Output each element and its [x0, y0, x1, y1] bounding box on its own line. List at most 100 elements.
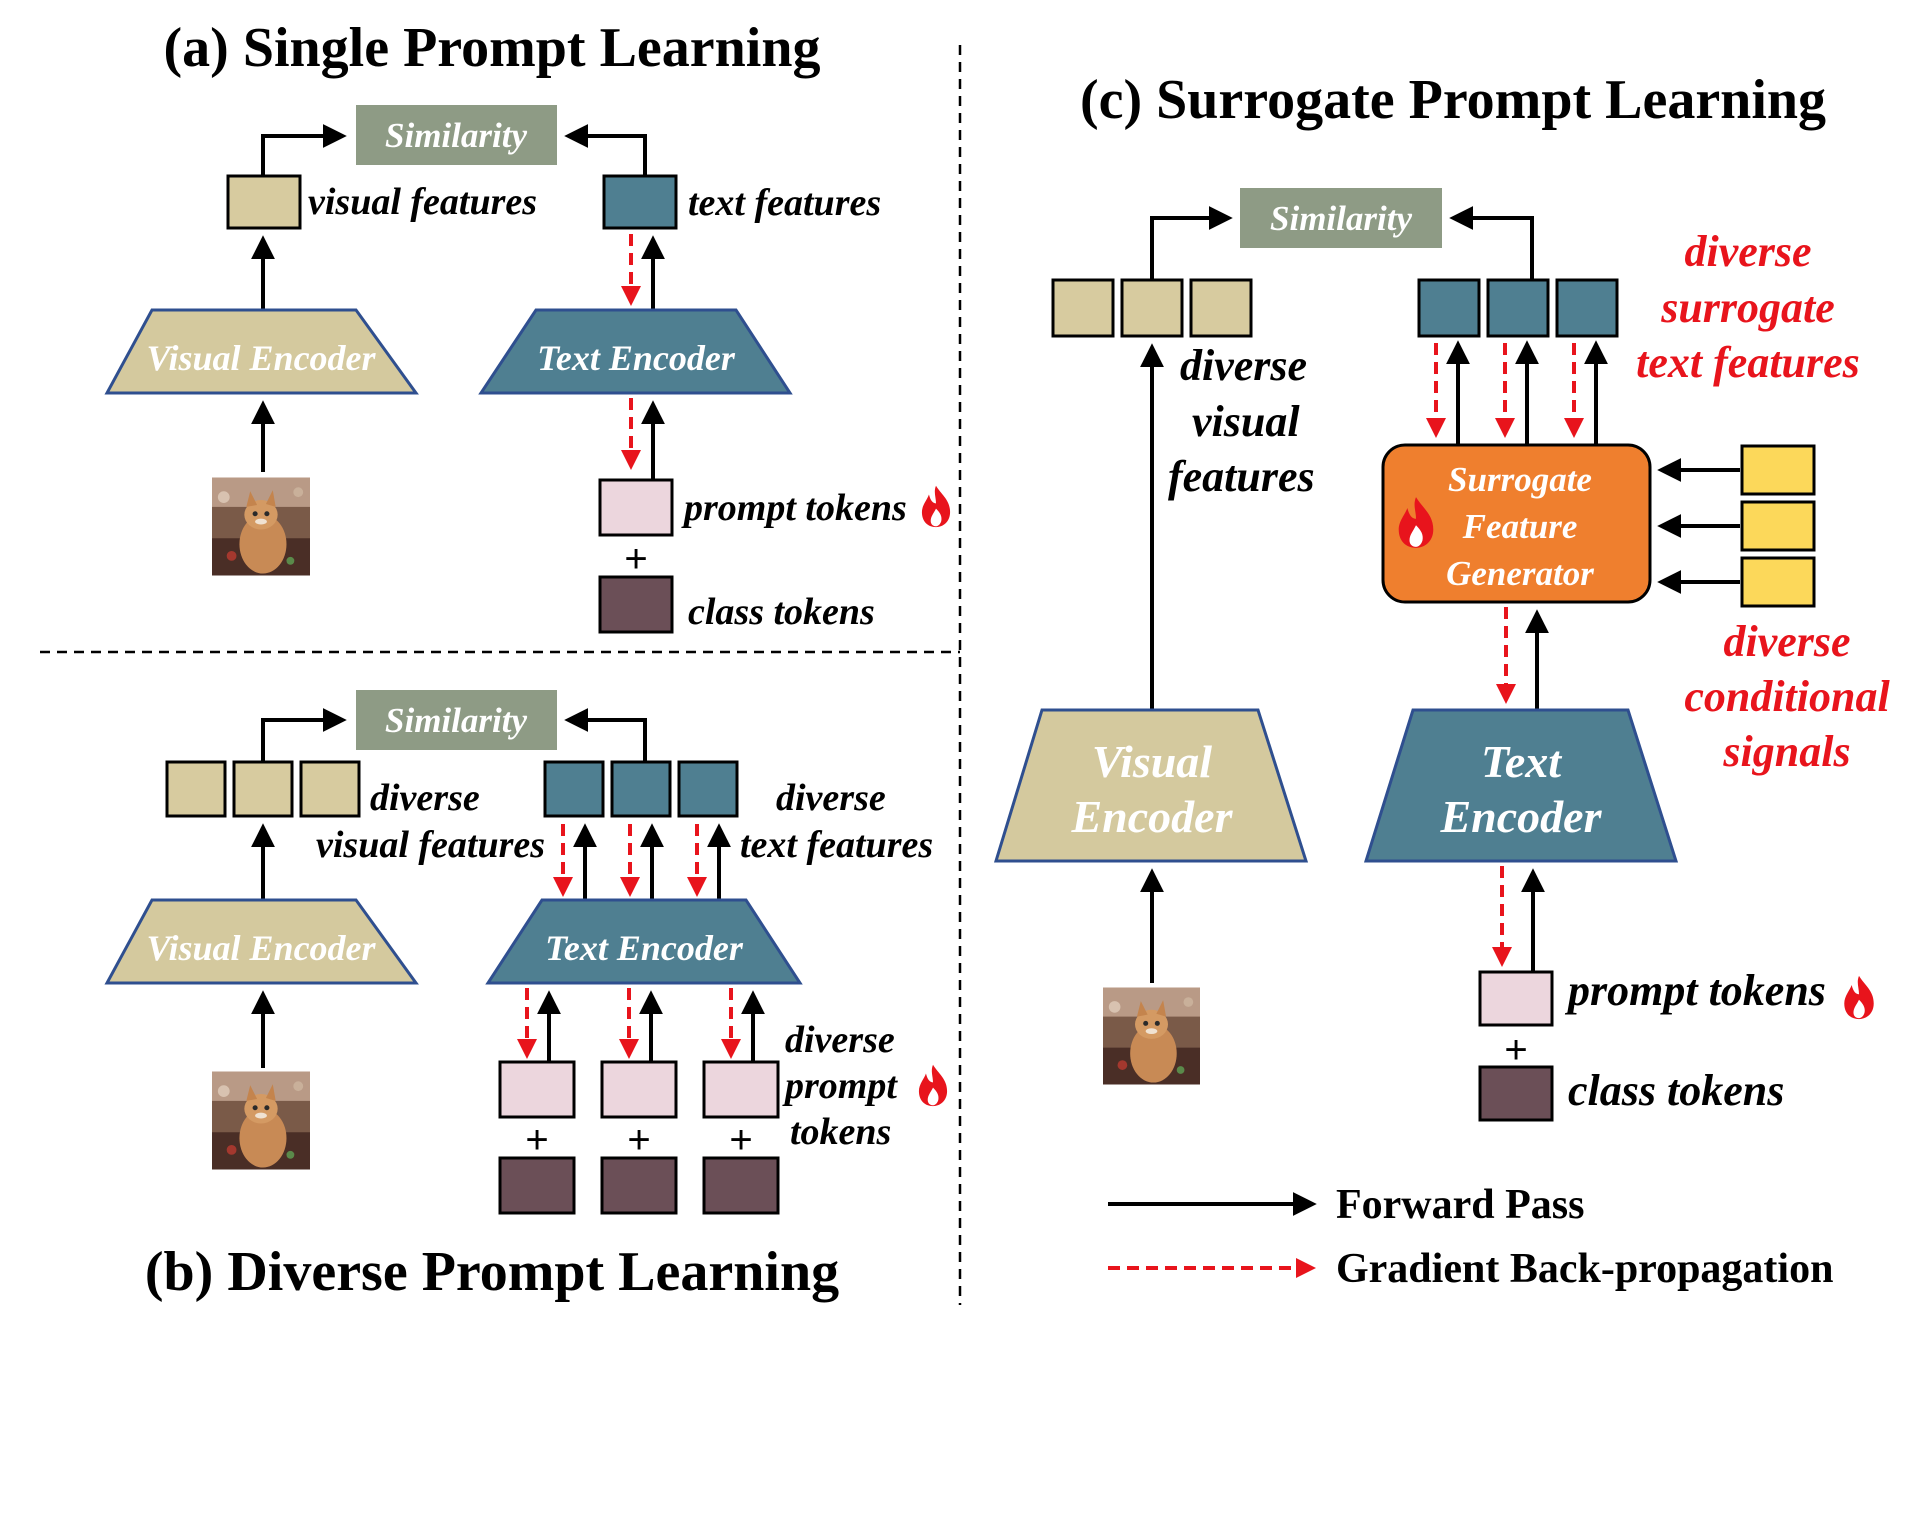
text-feature-box — [610, 760, 672, 818]
plus-sign: + — [729, 1118, 752, 1162]
surrogate-text-label: text features — [1636, 338, 1860, 387]
prompt-tokens-label: prompt tokens — [681, 487, 907, 529]
text-feature-box — [1417, 278, 1481, 338]
surrogate-text-label: surrogate — [1660, 283, 1835, 332]
plus-sign: + — [627, 1118, 650, 1162]
panel-b: Similarity diverse visual features diver… — [104, 690, 948, 1303]
similarity-box — [356, 105, 557, 165]
visual-feature-box — [1120, 278, 1184, 338]
conditional-signal-box — [1740, 556, 1816, 608]
flame-icon — [1844, 975, 1874, 1020]
diverse-visual-label: features — [1168, 452, 1315, 501]
text-encoder — [1363, 708, 1679, 863]
visual-feature-box — [1189, 278, 1253, 338]
diverse-visual-label: diverse — [370, 777, 480, 819]
text-feature-box — [1555, 278, 1619, 338]
text-feature-box — [543, 760, 605, 818]
visual-encoder-label: Visual Encoder — [146, 928, 376, 968]
flame-icon — [918, 1064, 948, 1107]
visual-encoder — [993, 708, 1309, 863]
prompt-token-box — [498, 1060, 576, 1119]
text-encoder-label: Text — [1481, 736, 1562, 787]
text-encoder-label: Encoder — [1440, 791, 1603, 842]
cat-image-icon — [1103, 987, 1200, 1085]
visual-encoder-label: Visual Encoder — [146, 338, 376, 378]
diverse-text-label: text features — [740, 824, 933, 866]
visual-feature-box — [232, 760, 294, 818]
flame-icon — [921, 485, 951, 528]
conditional-signal-box — [1740, 500, 1816, 552]
visual-features-label: visual features — [308, 181, 537, 223]
text-feature-box — [677, 760, 739, 818]
forward-arrow — [261, 124, 347, 176]
text-encoder — [478, 308, 793, 395]
text-features-label: text features — [688, 182, 881, 224]
similarity-box — [1240, 188, 1442, 248]
diverse-visual-label: diverse — [1180, 341, 1307, 390]
text-feature-box — [1486, 278, 1550, 338]
conditional-signals-label: conditional — [1684, 672, 1890, 721]
similarity-label: Similarity — [385, 701, 527, 740]
diverse-visual-label: visual features — [316, 824, 545, 866]
forward-arrow — [564, 708, 647, 762]
panel-c-title: (c) Surrogate Prompt Learning — [1080, 69, 1826, 131]
prompt-token-box — [1478, 970, 1554, 1027]
text-encoder — [485, 898, 803, 985]
diverse-text-label: diverse — [776, 777, 886, 819]
similarity-label: Similarity — [385, 116, 527, 155]
forward-arrow — [564, 124, 647, 176]
panel-a: (a) Single Prompt Learning Similarity vi… — [104, 17, 951, 634]
class-token-box — [498, 1156, 576, 1215]
plus-sign: + — [624, 537, 647, 581]
visual-encoder — [104, 898, 419, 985]
text-feature-box — [602, 174, 678, 230]
generator-label: Generator — [1446, 554, 1594, 593]
visual-encoder-label: Encoder — [1071, 791, 1234, 842]
class-token-box — [598, 575, 674, 634]
conditional-signal-box — [1740, 444, 1816, 496]
text-encoder-label: Text Encoder — [545, 928, 744, 968]
panel-c: (c) Surrogate Prompt Learning Similarity… — [993, 69, 1890, 1122]
visual-encoder — [104, 308, 419, 395]
prompt-token-box — [702, 1060, 780, 1119]
text-encoder-label: Text Encoder — [537, 338, 736, 378]
cat-image-icon — [212, 477, 310, 576]
diverse-prompt-label: tokens — [790, 1111, 891, 1153]
surrogate-feature-generator — [1381, 443, 1652, 604]
legend-backprop-label: Gradient Back-propagation — [1336, 1246, 1833, 1292]
surrogate-text-label: diverse — [1684, 227, 1811, 276]
prompt-token-box — [600, 1060, 678, 1119]
similarity-box — [356, 690, 557, 750]
forward-arrow — [1150, 206, 1233, 280]
diverse-prompt-label: prompt — [782, 1065, 898, 1107]
generator-label: Feature — [1462, 507, 1578, 546]
cat-image-icon — [212, 1071, 310, 1170]
plus-sign: + — [525, 1118, 548, 1162]
conditional-signals-label: diverse — [1723, 617, 1850, 666]
forward-arrow — [261, 708, 347, 762]
legend: Forward Pass Gradient Back-propagation — [1108, 1182, 1833, 1292]
diverse-visual-label: visual — [1192, 397, 1300, 446]
forward-arrow — [1449, 206, 1534, 280]
class-tokens-label: class tokens — [688, 591, 875, 633]
visual-feature-box — [1051, 278, 1115, 338]
visual-encoder-label: Visual — [1092, 736, 1212, 787]
panel-a-title: (a) Single Prompt Learning — [164, 17, 821, 79]
plus-sign: + — [1504, 1028, 1527, 1072]
class-tokens-label: class tokens — [1568, 1066, 1784, 1115]
visual-feature-box — [299, 760, 361, 818]
class-token-box — [702, 1156, 780, 1215]
visual-feature-box — [226, 174, 302, 230]
legend-forward-label: Forward Pass — [1336, 1182, 1584, 1228]
generator-label: Surrogate — [1448, 460, 1592, 499]
visual-feature-box — [165, 760, 227, 818]
prompt-token-box — [598, 478, 674, 537]
panel-b-title: (b) Diverse Prompt Learning — [145, 1241, 839, 1303]
conditional-signals-label: signals — [1722, 727, 1850, 776]
similarity-label: Similarity — [1270, 199, 1412, 238]
prompt-tokens-label: prompt tokens — [1564, 966, 1826, 1015]
class-token-box — [600, 1156, 678, 1215]
class-token-box — [1478, 1065, 1554, 1122]
diverse-prompt-label: diverse — [785, 1019, 895, 1061]
